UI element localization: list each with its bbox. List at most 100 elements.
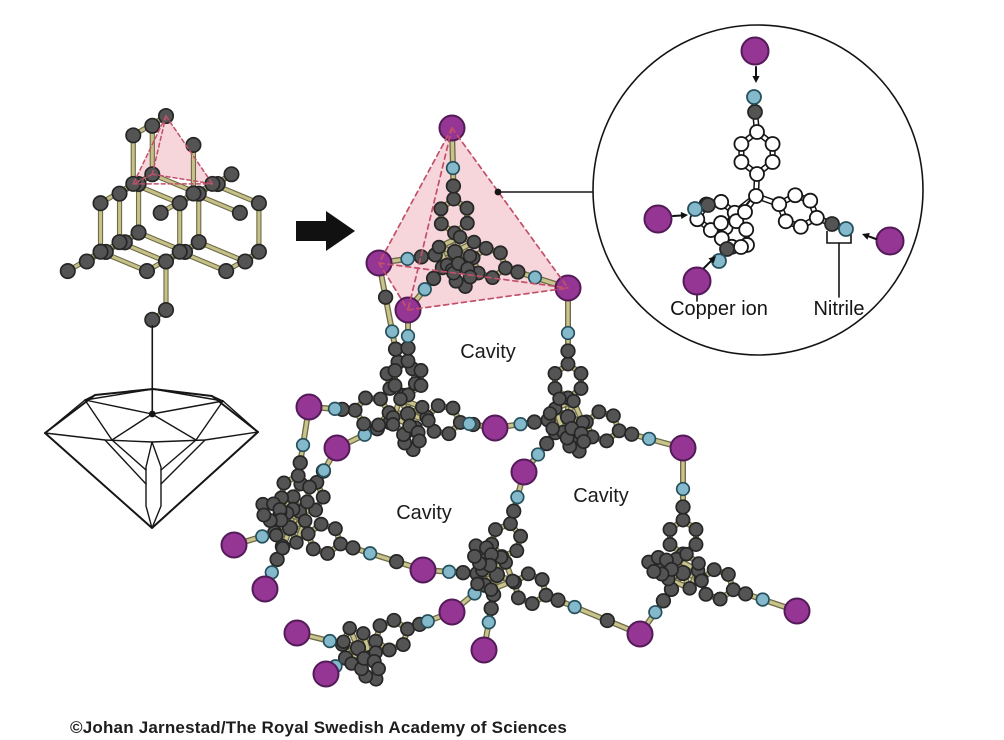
carbon-atom — [624, 426, 640, 442]
carbon-atom — [510, 590, 526, 606]
carbon-atom — [372, 618, 388, 634]
carbon-atom — [333, 536, 348, 552]
carbon-atom — [662, 522, 678, 537]
carbon-atom — [395, 637, 411, 653]
lattice-carbon-atom — [185, 185, 202, 202]
nitrile-nitrogen-atom — [687, 201, 703, 217]
carbon-atom — [534, 572, 550, 588]
carbon-atom — [675, 499, 691, 515]
carbon-atom — [342, 620, 357, 636]
carbon-atom — [411, 433, 427, 449]
nitrogen-atom — [417, 282, 432, 297]
white-carbon-atom — [764, 154, 781, 170]
carbon-atom — [441, 426, 457, 442]
copper-ion — [283, 619, 311, 647]
carbon-atom — [386, 612, 402, 628]
cavity-label-3: Cavity — [573, 485, 629, 507]
white-carbon-atom — [764, 136, 781, 152]
carbon-atom — [400, 340, 416, 356]
carbon-atom — [433, 201, 449, 217]
nitrile-carbon-atom — [824, 216, 840, 232]
inset-copper-ions — [643, 36, 905, 296]
tetra-to-inset-connector — [494, 188, 594, 196]
lattice-carbon-atom — [111, 234, 128, 251]
carbon-atom — [373, 391, 388, 407]
carbon-atom — [433, 216, 449, 232]
carbon-atom — [336, 634, 351, 649]
lattice-carbon-atom — [130, 224, 147, 241]
lattice-carbon-atom — [250, 243, 267, 260]
carbon-atom — [377, 289, 394, 305]
lattice-carbon-atom — [144, 117, 161, 134]
carbon-atom — [371, 661, 386, 677]
carbon-atom — [421, 413, 436, 428]
lattice-tetra-dashed-edges — [132, 115, 214, 185]
nitrogen-atom — [567, 599, 582, 615]
carbon-atom — [524, 596, 540, 612]
carbon-atom — [381, 642, 397, 658]
nitrogen-atom — [445, 160, 461, 176]
carbon-atom — [289, 535, 304, 550]
tetrahedron-highlight-edges — [378, 127, 569, 311]
lattice-carbon-atom — [144, 311, 161, 328]
nitrogen-atom — [255, 529, 270, 544]
lattice-carbon-atom — [92, 195, 109, 212]
nitrile-nitrogen-atom — [746, 89, 762, 105]
carbon-atom — [413, 363, 429, 378]
nitrogen-atom — [641, 431, 657, 447]
lattice-carbon-atom — [157, 253, 175, 270]
carbon-atom — [526, 414, 543, 430]
carbon-atom — [313, 516, 329, 532]
carbon-atom — [488, 522, 503, 538]
carbon-atom — [510, 264, 526, 280]
carbon-atom — [576, 434, 592, 450]
carbon-atom — [662, 537, 678, 552]
carbon-atom — [688, 522, 704, 537]
nitrogen-atom — [530, 447, 546, 462]
nitrogen-atom — [400, 251, 415, 267]
lattice-carbon-atom — [92, 243, 109, 260]
nitrile-carbon-atom — [747, 104, 763, 120]
nitrile-nitrogen-atom — [838, 221, 854, 237]
carbon-atom — [502, 516, 518, 532]
cut-diamond-drawing — [44, 388, 259, 529]
nitrogen-atom — [420, 614, 435, 629]
white-carbon-atom — [713, 215, 729, 231]
carbon-atom — [498, 260, 513, 276]
carbon-atom — [315, 489, 331, 505]
inset-arrows — [672, 66, 877, 269]
carbon-atom — [299, 494, 315, 510]
carbon-atom — [611, 423, 627, 439]
lattice-carbon-atom — [185, 136, 202, 154]
carbon-atom — [459, 215, 475, 231]
nitrogen-atom — [322, 633, 337, 649]
carbon-atom — [292, 455, 308, 471]
carbon-atom — [520, 566, 536, 582]
carbon-atom — [413, 249, 430, 265]
carbon-atom — [430, 398, 446, 414]
nitrogen-atom — [295, 437, 311, 453]
carbon-atom — [547, 366, 563, 381]
carbon-atom — [425, 270, 442, 287]
white-carbon-atom — [748, 188, 764, 204]
lattice-carbon-atom — [157, 301, 175, 319]
copper-ion — [220, 531, 248, 559]
carbon-atom — [268, 527, 284, 543]
lattice-carbon-atom — [237, 253, 254, 270]
copper-ion — [510, 458, 538, 486]
carbon-atom — [560, 356, 576, 372]
lattice-carbon-atom — [250, 195, 267, 212]
carbon-atom — [513, 528, 529, 544]
lattice-carbon-atom — [223, 166, 240, 183]
right-arrow-glyph — [296, 211, 355, 251]
carbon-atom — [483, 600, 499, 617]
carbon-atom — [591, 404, 607, 420]
nitrogen-atom — [385, 324, 400, 339]
nitrogen-atom — [527, 270, 543, 285]
white-carbon-atom — [737, 204, 753, 220]
carbon-atom — [446, 191, 462, 207]
nitrogen-atom — [513, 417, 528, 432]
copper-ion — [251, 575, 279, 603]
carbon-atom — [462, 269, 478, 285]
lattice-carbon-atom — [125, 127, 142, 144]
